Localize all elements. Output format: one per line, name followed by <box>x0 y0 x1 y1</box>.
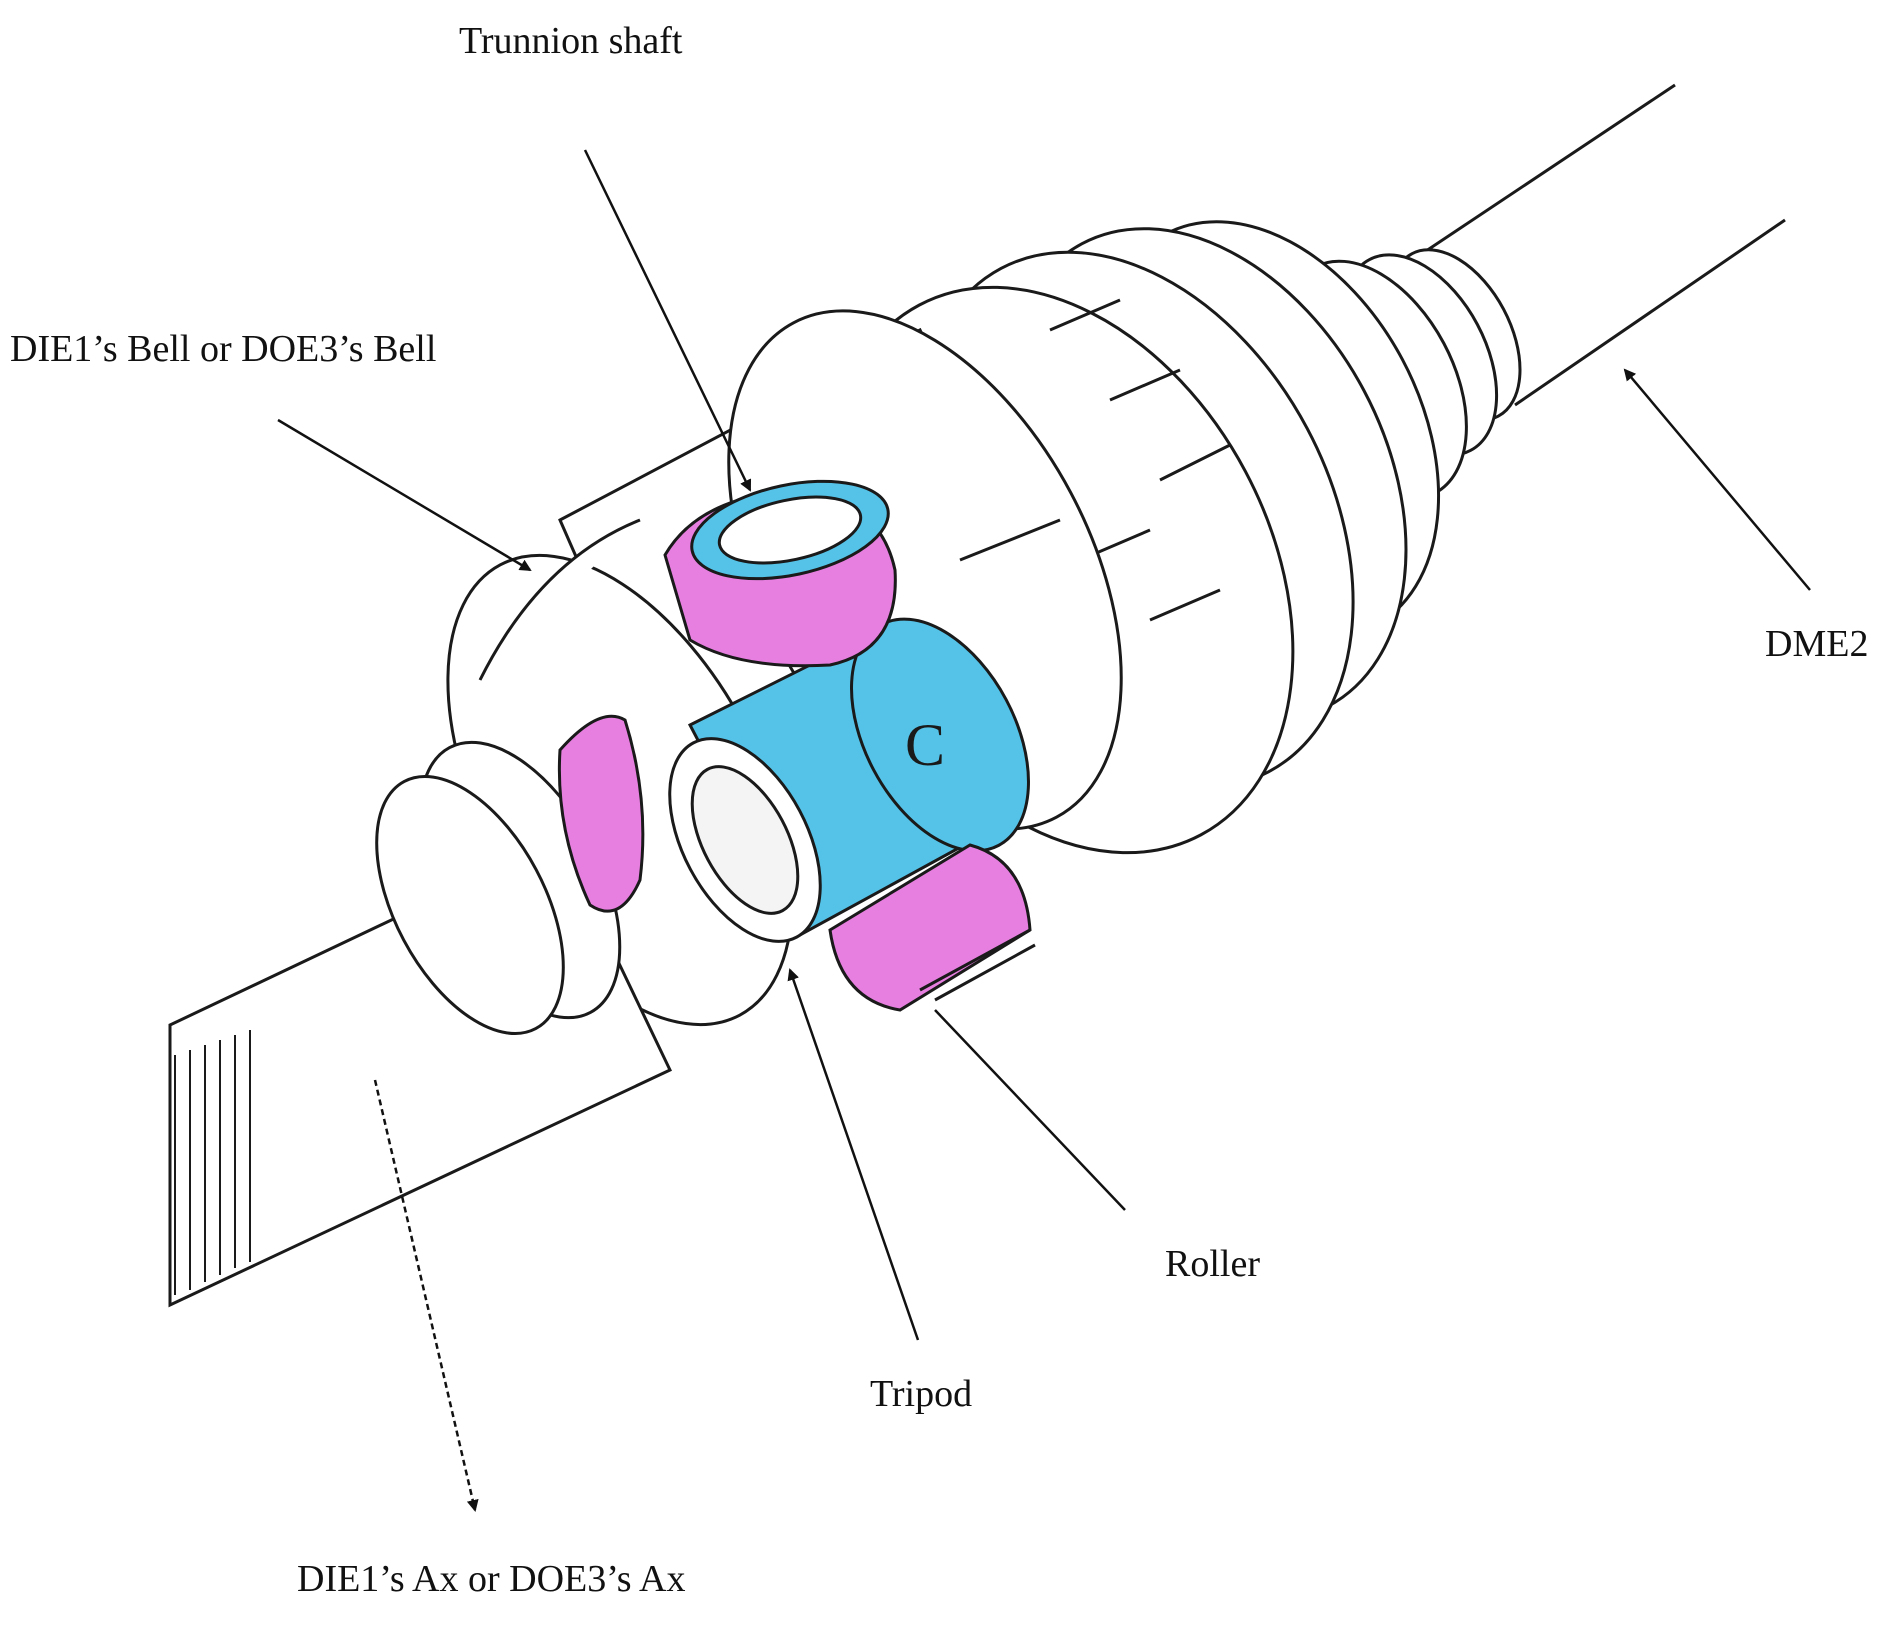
tripod-mark: C <box>905 712 945 778</box>
leader-lines <box>277 149 1811 1512</box>
tripod-hub: C <box>668 617 1030 943</box>
roller-top <box>663 479 897 668</box>
axle-leader <box>373 1079 479 1512</box>
label-tripod: Tripod <box>870 1373 973 1415</box>
label-bell: DIE1’s Bell or DOE3’s Bell <box>10 328 437 370</box>
roller-bottom <box>828 843 1036 1012</box>
label-axle: DIE1’s Ax or DOE3’s Ax <box>297 1558 686 1600</box>
tripod-leader <box>787 968 920 1341</box>
label-dme2: DME2 <box>1765 623 1869 665</box>
trunnion-shaft-leader <box>583 149 752 492</box>
dme2-leader <box>1623 368 1811 591</box>
label-roller: Roller <box>1165 1243 1260 1285</box>
bell-leader <box>277 418 532 572</box>
roller-left <box>557 714 645 913</box>
output-shaft <box>1404 83 1786 407</box>
roller-leader <box>934 1009 1126 1211</box>
label-trunnion-shaft: Trunnion shaft <box>459 20 683 62</box>
